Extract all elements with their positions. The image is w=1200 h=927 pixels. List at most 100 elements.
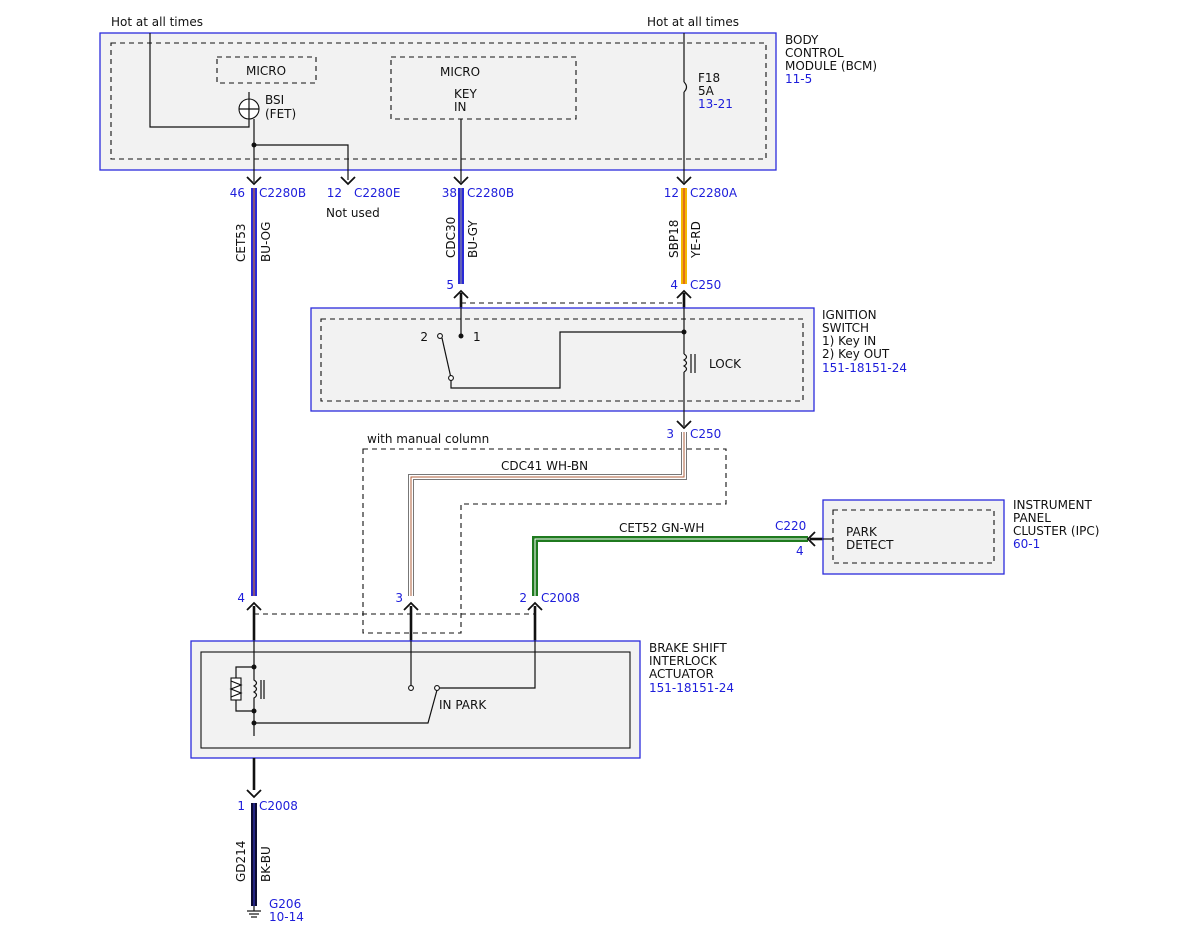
connector-arrow-icon <box>806 531 816 547</box>
ign-pin-4: 4 <box>670 278 678 292</box>
bcm-module: MICRO MICRO KEY IN BSI (FET) F18 5A 13-2… <box>99 32 877 171</box>
wire-sbp18 <box>681 188 687 284</box>
conn-c250-bottom: C250 <box>690 427 721 441</box>
wire-gd214-color: BK-BU <box>259 846 273 882</box>
wire-cdc30 <box>458 188 464 284</box>
bcm-title-line1: BODY <box>785 33 819 47</box>
bcm-outer-frame <box>99 32 777 171</box>
micro-left-box <box>216 56 317 84</box>
micro-right-label: MICRO <box>440 65 480 79</box>
ign-title-line2: SWITCH <box>822 321 869 335</box>
conn-c220: C220 <box>775 519 806 533</box>
pin-12-unused: 12 <box>327 186 342 200</box>
conn-c250-top: C250 <box>690 278 721 292</box>
conn-c2008-bottom: C2008 <box>259 799 298 813</box>
hot-label-right: Hot at all times <box>647 15 739 29</box>
fuse-label-line1: F18 <box>698 71 720 85</box>
fuse-label-line2: 5A <box>698 84 715 98</box>
conn-c2280b-right: C2280B <box>467 186 514 200</box>
ign-title-line3: 1) Key IN <box>822 334 876 348</box>
micro-right-box <box>390 56 577 120</box>
in-park-label: IN PARK <box>439 698 487 712</box>
wire-cdc41-label: CDC41 WH-BN <box>501 459 588 473</box>
actuator-coil-icon <box>252 667 258 711</box>
manual-column-region <box>362 448 727 634</box>
bsia-pin-4: 4 <box>237 591 245 605</box>
wire-cdc30-color: BU-GY <box>466 220 480 258</box>
wire-sbp18-circuit: SBP18 <box>667 220 681 258</box>
bsia-pin-2: 2 <box>519 591 527 605</box>
wire-cet53 <box>251 188 257 596</box>
connector-arrow-icon <box>453 176 469 186</box>
wire-cdc41 <box>408 432 687 596</box>
connector-arrow-icon <box>340 176 356 186</box>
connector-arrow-icon <box>246 601 262 611</box>
bcm-inner-frame <box>110 42 767 160</box>
bsi-label-line2: (FET) <box>265 107 296 121</box>
bsia-pin-1: 1 <box>237 799 245 813</box>
ign-pin-5: 5 <box>446 278 454 292</box>
bcm-title-line2: CONTROL <box>785 46 844 60</box>
wire-gd214-circuit: GD214 <box>234 841 248 882</box>
pin-46: 46 <box>230 186 245 200</box>
ign-pos-1: 1 <box>473 330 481 344</box>
ignition-inner-frame <box>320 318 804 402</box>
pin-12: 12 <box>664 186 679 200</box>
manual-column-label: with manual column <box>367 432 489 446</box>
connector-arrow-icon <box>403 601 419 611</box>
ground-name: G206 <box>269 897 301 911</box>
wire-cet52-label: CET52 GN-WH <box>619 521 704 535</box>
connector-arrow-icon <box>527 601 543 611</box>
wire-sbp18-color: YE-RD <box>689 221 703 259</box>
bsia-pin-3: 3 <box>395 591 403 605</box>
ipc-outer-frame <box>822 499 1005 575</box>
wire-cet53-color: BU-OG <box>259 222 273 262</box>
conn-c2008-top: C2008 <box>541 591 580 605</box>
key-in-label-line1: KEY <box>454 87 477 101</box>
bsia-ref: 151-18151-24 <box>649 681 734 695</box>
bcm-title-line3: MODULE (BCM) <box>785 59 877 73</box>
ignition-switch: 2 1 LOCK IGNITION SWITCH 1) Key IN 2) Ke… <box>310 307 907 426</box>
conn-c2280a: C2280A <box>690 186 738 200</box>
ign-pos-2: 2 <box>420 330 428 344</box>
ign-ref: 151-18151-24 <box>822 361 907 375</box>
ipc-title-line2: PANEL <box>1013 511 1051 525</box>
park-detect-line1: PARK <box>846 525 878 539</box>
ign-title-line4: 2) Key OUT <box>822 347 890 361</box>
ipc-title-line3: CLUSTER (IPC) <box>1013 524 1099 538</box>
ign-pin-3: 3 <box>666 427 674 441</box>
bsia-title-line3: ACTUATOR <box>649 667 714 681</box>
connector-arrow-icon <box>453 289 469 299</box>
in-park-switch-blade <box>254 689 438 724</box>
lock-label: LOCK <box>709 357 742 371</box>
micro-left-label: MICRO <box>246 64 286 78</box>
bsia-outer-frame <box>190 640 641 759</box>
lock-coil-icon <box>682 353 688 373</box>
bcm-connector-arrows <box>246 176 692 186</box>
hot-label-left: Hot at all times <box>111 15 203 29</box>
not-used-label: Not used <box>326 206 380 220</box>
connector-arrow-icon <box>676 289 692 299</box>
ipc-ref: 60-1 <box>1013 537 1040 551</box>
bsia-title-line1: BRAKE SHIFT <box>649 641 727 655</box>
connector-arrow-icon <box>246 176 262 186</box>
wire-cet53-circuit: CET53 <box>234 223 248 262</box>
connector-arrow-icon <box>676 176 692 186</box>
conn-c2280e: C2280E <box>354 186 401 200</box>
bsia-inner-frame <box>200 651 631 749</box>
key-in-label-line2: IN <box>454 100 467 114</box>
park-detect-line2: DETECT <box>846 538 894 552</box>
bsia-title-line2: INTERLOCK <box>649 654 718 668</box>
bsia-module: IN PARK BRAKE SHIFT INTERLOCK ACTUATOR 1… <box>190 640 734 759</box>
unused-branch-wire <box>254 144 349 180</box>
wire-cet52 <box>532 536 808 596</box>
ipc-module: PARK DETECT INSTRUMENT PANEL CLUSTER (IP… <box>822 498 1099 575</box>
bsi-feed-wire <box>149 33 250 128</box>
connector-arrow-icon <box>246 789 262 799</box>
ground-icon <box>247 906 261 918</box>
ipc-pin-4: 4 <box>796 544 804 558</box>
ipc-title-line1: INSTRUMENT <box>1013 498 1092 512</box>
ignition-outer-frame <box>310 307 815 412</box>
fuse-icon <box>683 81 688 93</box>
